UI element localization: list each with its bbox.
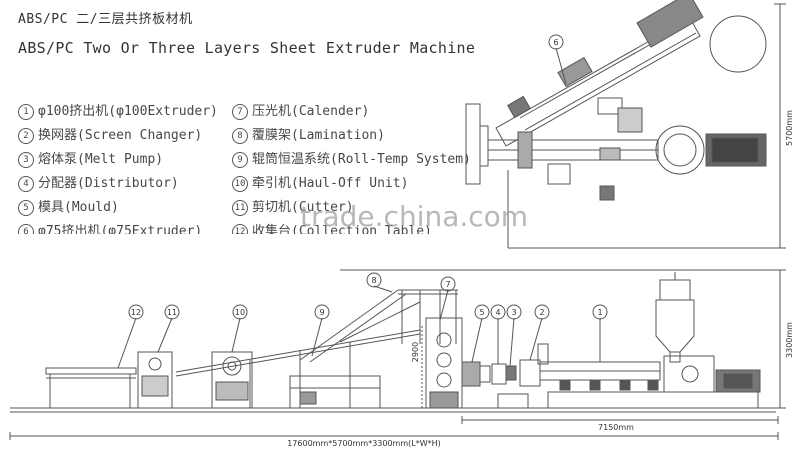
haul-off-10	[211, 351, 253, 409]
callout-8: 8	[371, 276, 376, 285]
callout-11: 11	[167, 308, 177, 317]
callout-3: 3	[511, 308, 516, 317]
dim-height-top: 5700mm	[785, 110, 794, 146]
watermark: trade.china.com	[300, 200, 529, 233]
callout-7: 7	[445, 280, 450, 289]
callout-6: 6	[553, 38, 558, 47]
dim-overall: 17600mm*5700mm*3300mm(L*W*H)	[287, 439, 441, 448]
callout-circles	[128, 34, 608, 320]
die-assembly	[461, 343, 549, 409]
top-view	[465, 0, 786, 249]
callout-10: 10	[235, 308, 245, 317]
callout-12: 12	[131, 308, 141, 317]
lamination-frame-8	[299, 289, 458, 363]
die-plate-top	[465, 103, 481, 185]
hopper-top	[659, 279, 691, 301]
calender-7	[425, 317, 463, 409]
callout-2: 2	[539, 308, 544, 317]
roller-conveyor	[175, 329, 421, 408]
callout-numbers: 6 12 11 10 9 8 7 5 4 3 2 1	[131, 38, 603, 317]
callout-4: 4	[495, 308, 500, 317]
main-extruder-1	[539, 272, 761, 409]
dim-extruder-length: 7150mm	[598, 423, 634, 432]
title-english: ABS/PC Two Or Three Layers Sheet Extrude…	[18, 39, 476, 57]
callout-1: 1	[597, 308, 602, 317]
hopper-circle-top	[709, 15, 767, 73]
inclined-extruder-6	[495, 0, 704, 147]
dim-height-bottom: 3300mm	[785, 322, 794, 358]
callout-leaders	[117, 47, 601, 369]
callout-9: 9	[319, 308, 324, 317]
roll-temp-9	[289, 375, 381, 409]
title-chinese: ABS/PC 二/三层共挤板材机	[18, 12, 193, 27]
callout-5: 5	[479, 308, 484, 317]
side-view	[9, 269, 786, 440]
gearbox-circle	[655, 125, 705, 175]
dim-calender-height: 2900	[411, 342, 420, 362]
cutter-11	[137, 351, 173, 409]
collection-table-12	[45, 367, 137, 408]
